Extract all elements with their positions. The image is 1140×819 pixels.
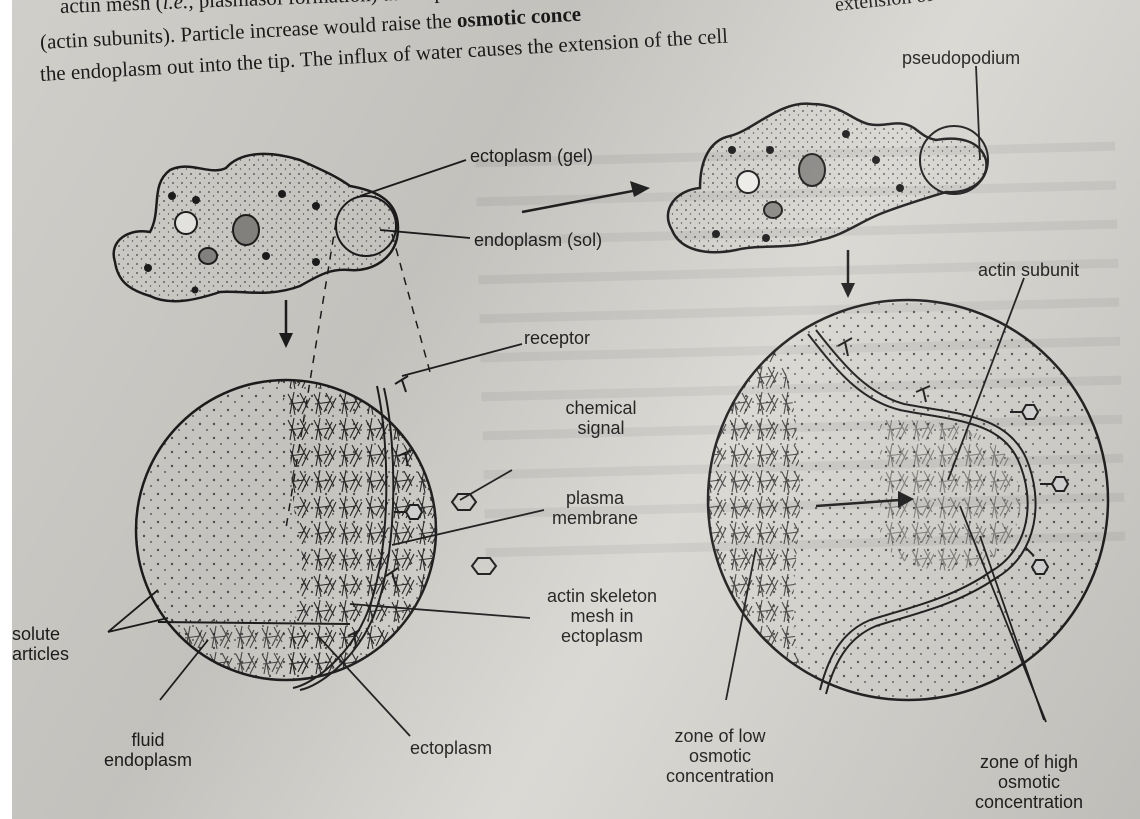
- magnified-circle-right: [700, 300, 1120, 720]
- label-ectoplasm: ectoplasm: [410, 738, 492, 758]
- magnified-circle-left: [130, 360, 496, 700]
- label-receptor: receptor: [524, 328, 590, 348]
- amoeba-right: [668, 104, 988, 253]
- label-pseudopodium: pseudopodium: [902, 48, 1020, 68]
- label-actin-subunit: actin subunit: [978, 260, 1079, 280]
- label-ectoplasm-gel: ectoplasm (gel): [470, 146, 593, 166]
- label-endoplasm-sol: endoplasm (sol): [474, 230, 602, 250]
